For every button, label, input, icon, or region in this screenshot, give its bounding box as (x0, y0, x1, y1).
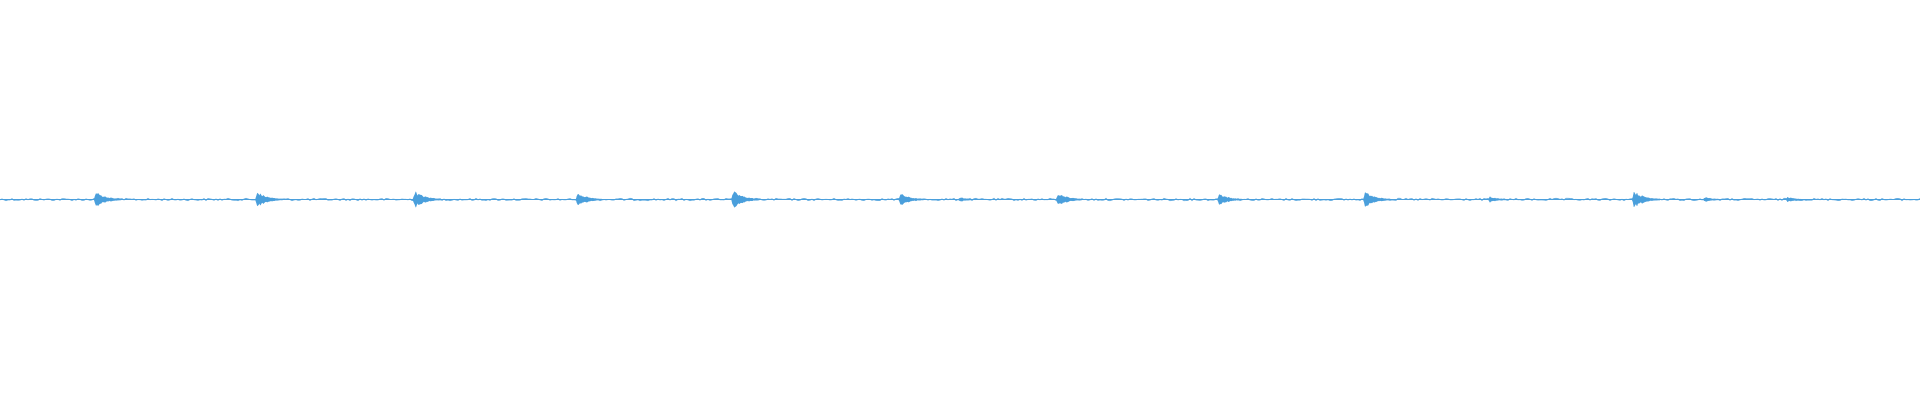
waveform-burst (1217, 194, 1243, 205)
waveform-burst (731, 191, 760, 208)
waveform-burst (1487, 196, 1510, 203)
waveform-burst (93, 192, 122, 207)
waveform-burst (1055, 194, 1083, 205)
waveform-burst (575, 193, 603, 206)
waveform-bursts (93, 191, 1806, 208)
waveform-burst (412, 191, 442, 208)
waveform-burst (957, 197, 979, 202)
waveform-burst (1362, 192, 1391, 207)
waveform-burst (1785, 196, 1806, 203)
waveform-burst (898, 194, 924, 205)
waveform-burst (1702, 197, 1724, 202)
waveform-burst (255, 192, 283, 207)
waveform-burst (1631, 191, 1661, 208)
